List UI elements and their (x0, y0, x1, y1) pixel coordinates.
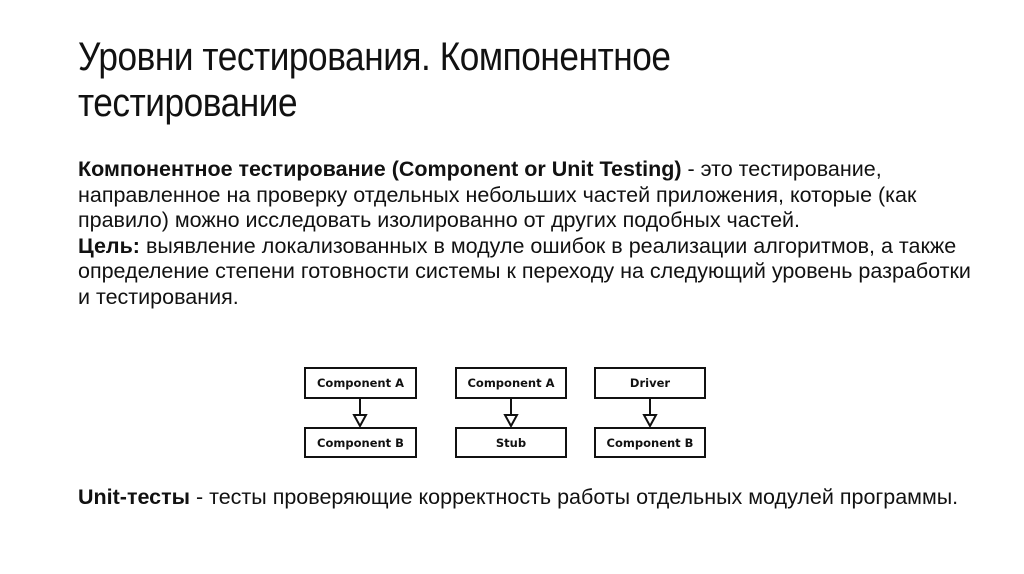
diagram-box-component-a: Component A (304, 367, 417, 399)
goal-label: Цель: (78, 233, 140, 258)
diagram-box-component-b: Component B (304, 427, 417, 458)
goal-text: выявление локализованных в модуле ошибок… (78, 233, 971, 309)
unit-tests-paragraph: Unit-тесты - тесты проверяющие корректно… (78, 485, 978, 511)
slide-body: Компонентное тестирование (Component or … (78, 157, 978, 311)
definition-term: Компонентное тестирование (Component or … (78, 157, 682, 181)
diagram-box-component-a: Component A (455, 367, 567, 399)
goal-paragraph: Цель: выявление локализованных в модуле … (78, 234, 978, 311)
arrow-down-icon (642, 398, 658, 428)
diagram-box-driver: Driver (594, 367, 706, 399)
unit-tests-section: Unit-тесты - тесты проверяющие корректно… (78, 485, 978, 511)
arrow-down-icon (352, 398, 368, 428)
slide-title: Уровни тестирования. Компонентное тестир… (78, 35, 671, 125)
arrow-down-icon (503, 398, 519, 428)
definition-text: - это тестирование, направленное на пров… (78, 157, 917, 233)
diagram-box-stub: Stub (455, 427, 567, 458)
definition-paragraph: Компонентное тестирование (Component or … (78, 157, 978, 234)
unit-tests-term: Unit-тесты (78, 485, 191, 509)
unit-tests-text: - тесты проверяющие корректность работы … (190, 485, 959, 509)
diagram-box-component-b: Component B (594, 427, 706, 458)
